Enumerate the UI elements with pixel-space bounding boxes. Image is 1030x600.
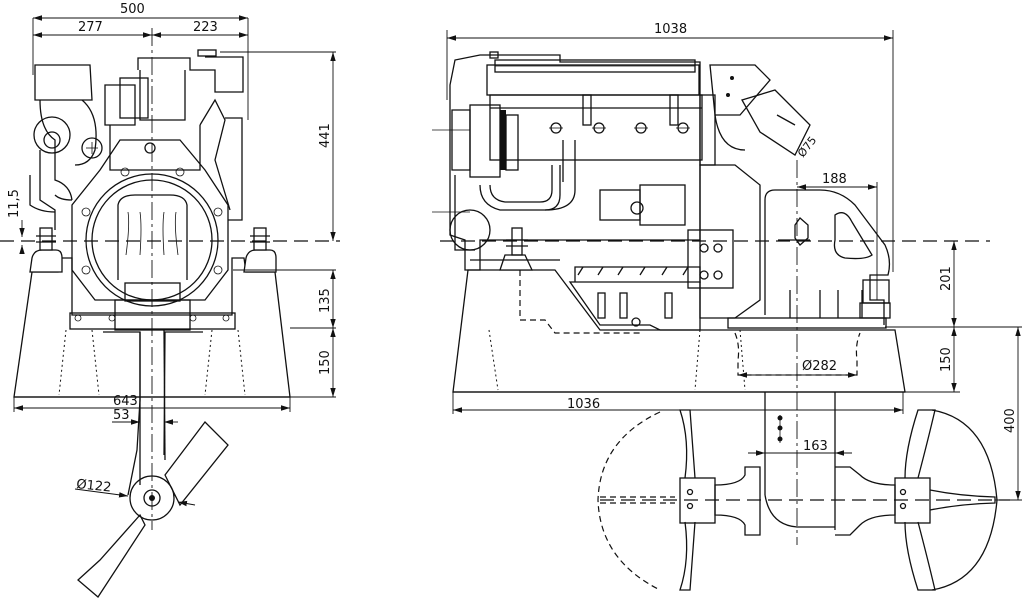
front-propeller: [77, 421, 229, 598]
side-saildrive-housing: [727, 189, 891, 329]
dim-front-base-height: 150: [318, 350, 333, 375]
dim-side-cutout-diameter: Ø282: [802, 359, 837, 374]
side-engine-block: [449, 51, 811, 319]
dim-side-leg-width: 163: [803, 439, 828, 454]
side-dimensions: [446, 30, 1022, 501]
dim-side-base-height: 150: [939, 347, 954, 372]
dim-side-exhaust-diameter: Ø75: [795, 134, 819, 160]
side-oil-pan: [568, 266, 701, 331]
dim-front-base-width: 643: [113, 394, 138, 409]
dim-side-base-length: 1036: [567, 397, 600, 412]
front-flywheel-housing: [69, 139, 236, 331]
side-saildrive-leg: [679, 392, 996, 536]
dim-front-hub-diameter: Ø122: [76, 477, 112, 496]
dim-side-mount-height: 201: [939, 266, 954, 291]
front-saildrive-leg: [103, 329, 203, 496]
dim-side-overall-length: 1038: [654, 22, 687, 37]
dim-front-mount-offset: 11,5: [7, 189, 22, 218]
front-engine-mounts: [29, 227, 277, 273]
front-dimensions: [13, 15, 336, 507]
side-foundation: [452, 269, 906, 393]
dim-front-left-width: 277: [78, 20, 103, 35]
dim-side-leg-offset: 188: [822, 172, 847, 187]
dim-front-height: 441: [318, 123, 333, 148]
dim-side-prop-shaft-depth: 400: [1003, 408, 1018, 433]
dim-front-right-width: 223: [193, 20, 218, 35]
dim-front-mount-to-base: 135: [318, 288, 333, 313]
front-engine-block: [29, 49, 244, 230]
side-view: 1038 Ø75 188 201 150 Ø282 1036 163 400: [432, 22, 1022, 591]
dim-front-leg-width: 53: [113, 408, 130, 423]
dim-front-overall-width: 500: [120, 2, 145, 17]
front-view: 500 277 223 441 11,5 135 150 643 53 Ø122: [0, 2, 340, 598]
